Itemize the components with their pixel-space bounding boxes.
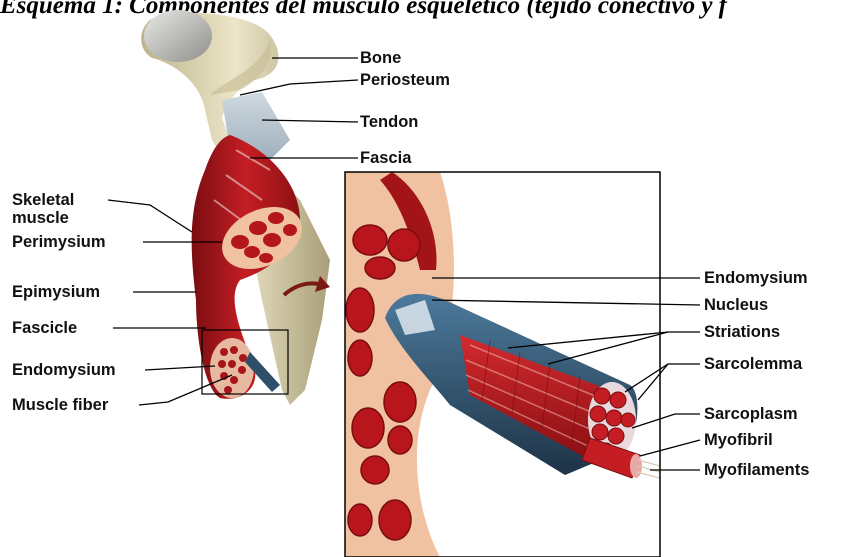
label-sarcolemma: Sarcolemma xyxy=(704,355,802,373)
label-myofilaments: Myofilaments xyxy=(704,461,809,479)
label-muscle-fiber: Muscle fiber xyxy=(12,396,108,414)
label-nucleus: Nucleus xyxy=(704,296,768,314)
label-tendon: Tendon xyxy=(360,113,418,131)
label-skeletal-muscle-line2: muscle xyxy=(12,209,69,227)
label-endomysium-left: Endomysium xyxy=(12,361,116,379)
label-striations: Striations xyxy=(704,323,780,341)
label-myofibril: Myofibril xyxy=(704,431,773,449)
label-perimysium: Perimysium xyxy=(12,233,106,251)
zoom-detail-panel xyxy=(345,172,660,557)
label-bone: Bone xyxy=(360,49,401,67)
label-fascicle: Fascicle xyxy=(12,319,77,337)
label-periosteum: Periosteum xyxy=(360,71,450,89)
label-fascia: Fascia xyxy=(360,149,411,167)
label-sarcoplasm: Sarcoplasm xyxy=(704,405,798,423)
label-epimysium: Epimysium xyxy=(12,283,100,301)
label-endomysium-right: Endomysium xyxy=(704,269,808,287)
label-skeletal-muscle-line1: Skeletal xyxy=(12,191,74,209)
